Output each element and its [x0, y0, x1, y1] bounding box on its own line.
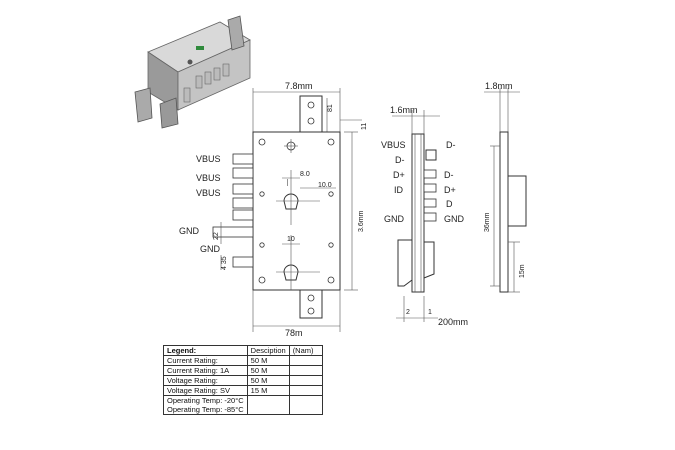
dim-81: 81	[327, 104, 334, 112]
side-right-4: D	[446, 199, 453, 209]
dim-11: 11	[361, 123, 368, 130]
legend-cell	[288, 385, 323, 396]
side-view: 1.6mm VBUS D- D+ ID GND D- D- D+ D GND 2…	[381, 105, 468, 327]
profile-top-dim: 1.8mm	[485, 81, 513, 91]
side-right-2: D-	[444, 170, 454, 180]
table-row: Current Rating: 50 M	[163, 355, 323, 366]
side-right-3: D+	[444, 185, 456, 195]
legend-cell: Voltage Rating:	[163, 375, 248, 386]
table-row: Current Rating: 1A 50 M	[163, 365, 323, 376]
legend-cell: Current Rating: 1A	[163, 365, 248, 376]
side-left-5: GND	[384, 214, 405, 224]
dim-10-0: 10.0	[318, 182, 332, 189]
front-top-width: 7.8mm	[285, 81, 313, 91]
legend-cell	[288, 375, 323, 386]
side-dim-200: 200mm	[438, 317, 468, 327]
legend-header: Legend:	[163, 345, 248, 356]
side-dim-1: 1	[428, 309, 432, 316]
svg-text:—: —	[284, 179, 291, 186]
front-view: 7.8mm 81 11 8.0 10.0 —	[179, 81, 368, 338]
legend-header-row: Legend: Desciption (Nam)	[163, 345, 323, 356]
legend-cell	[288, 355, 323, 366]
lock-product-photo	[134, 15, 251, 129]
side-top-dim: 1.6mm	[390, 105, 418, 115]
legend-cell: Current Rating:	[163, 355, 248, 366]
side-left-1: VBUS	[381, 140, 406, 150]
front-label-4: GND	[179, 226, 200, 236]
front-height: 3.6mm	[358, 210, 365, 232]
table-row: Operating Temp: -20°C Operating Temp: -8…	[163, 395, 323, 415]
dim-10: 10	[287, 236, 295, 243]
table-row: Voltage Rating: SV 15 M	[163, 385, 323, 396]
profile-height: 36mm	[484, 212, 491, 232]
side-right-5: GND	[444, 214, 465, 224]
side-right-1: D-	[446, 140, 456, 150]
front-bottom-width: 78m	[285, 328, 303, 338]
legend-header-name: (Nam)	[288, 345, 323, 356]
legend-cell	[288, 395, 323, 415]
side-dim-2: 2	[406, 309, 410, 316]
legend-cell: 15 M	[246, 385, 290, 396]
legend-cell: 50 M	[246, 365, 290, 376]
legend-cell	[246, 395, 290, 415]
legend-table: Legend: Desciption (Nam) Current Rating:…	[163, 345, 323, 415]
legend-header-description: Desciption	[246, 345, 290, 356]
side-left-3: D+	[393, 170, 405, 180]
legend-cell: 50 M	[246, 375, 290, 386]
dim-22: 22	[213, 232, 220, 240]
profile-view: 1.8mm 36mm 15m	[484, 81, 527, 293]
front-label-2: VBUS	[196, 173, 221, 183]
legend-cell	[288, 365, 323, 376]
profile-lower-dim: 15m	[519, 264, 526, 278]
side-left-4: ID	[394, 185, 404, 195]
side-left-2: D-	[395, 155, 405, 165]
legend-cell: 50 M	[246, 355, 290, 366]
front-label-1: VBUS	[196, 154, 221, 164]
legend-cell: Operating Temp: -20°C Operating Temp: -8…	[163, 395, 248, 415]
dim-8-0: 8.0	[300, 171, 310, 178]
dim-4-35: 4 35	[221, 256, 228, 270]
table-row: Voltage Rating: 50 M	[163, 375, 323, 386]
legend-cell: Voltage Rating: SV	[163, 385, 248, 396]
front-label-5: GND	[200, 244, 221, 254]
front-label-3: VBUS	[196, 188, 221, 198]
